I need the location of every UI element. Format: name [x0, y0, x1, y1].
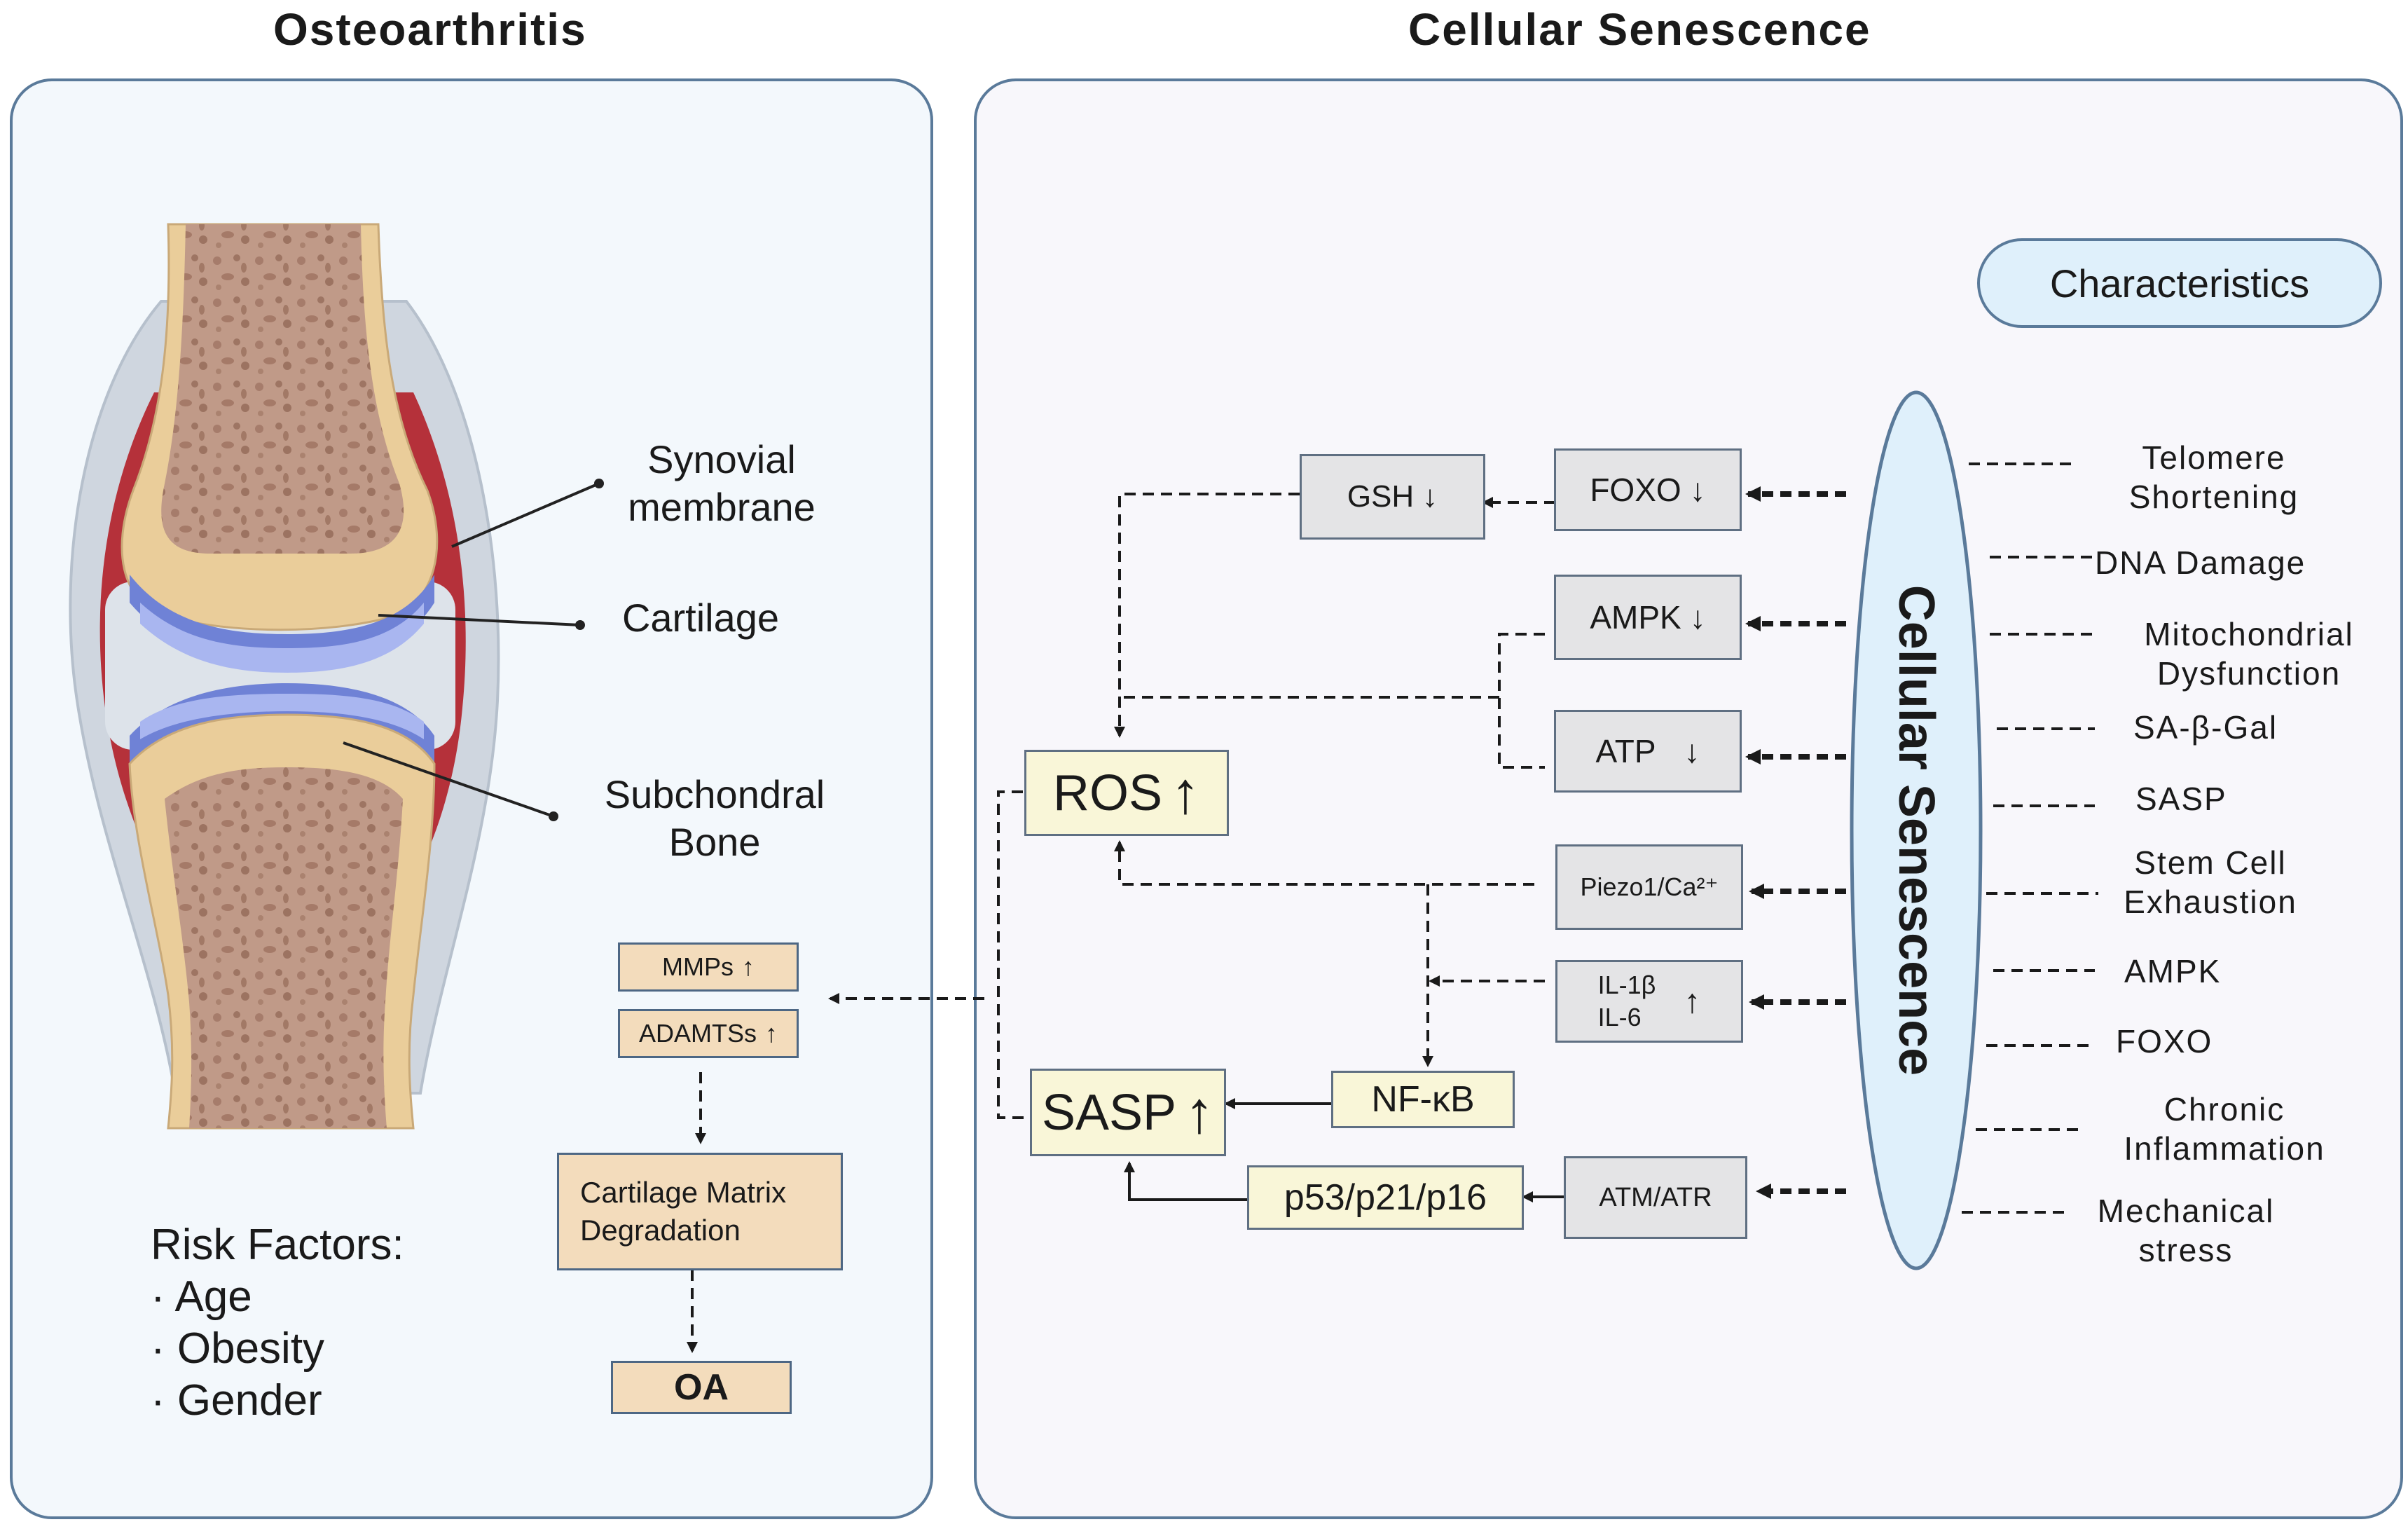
adamts-box: ADAMTSs ↑: [618, 1009, 799, 1058]
sasp-label: SASP: [1041, 1084, 1177, 1141]
p53-box: p53/p21/p16: [1247, 1165, 1524, 1230]
down-arrow-icon: ↓: [1689, 599, 1706, 636]
il-labels: IL-1β IL-6: [1598, 969, 1656, 1034]
tibia-marrow: [165, 767, 403, 1128]
risk-factors: Risk Factors: · Age · Obesity · Gender: [151, 1219, 404, 1427]
il-box: IL-1β IL-6 ↑: [1555, 960, 1743, 1043]
risk-factors-heading: Risk Factors:: [151, 1221, 404, 1269]
characteristic-sasp: SASP: [2135, 781, 2227, 817]
senescence-ellipse: [1850, 390, 1983, 1270]
characteristics-button[interactable]: Characteristics: [1977, 238, 2382, 328]
up-arrow-icon: ↑: [1171, 760, 1201, 825]
atp-box: ATP ↓: [1554, 710, 1742, 793]
down-arrow-icon: ↓: [1689, 472, 1706, 508]
cartilage-matrix-box: Cartilage Matrix Degradation: [557, 1153, 843, 1270]
nfkb-box: NF-κB: [1331, 1071, 1515, 1128]
mmps-label: MMPs: [662, 952, 734, 981]
foxo-label: FOXO: [1590, 472, 1681, 508]
up-arrow-icon: ↑: [1684, 982, 1701, 1020]
subchondral-bone-label: Subchondral Bone: [604, 772, 825, 864]
foxo-box: FOXO↓: [1554, 448, 1742, 531]
osteoarthritis-title: Osteoarthritis: [273, 4, 587, 55]
risk-factor-gender: · Gender: [151, 1376, 322, 1425]
down-arrow-icon: ↓: [1422, 479, 1438, 514]
ampk-box: AMPK↓: [1554, 575, 1742, 660]
il6-label: IL-6: [1597, 1003, 1642, 1031]
up-arrow-icon: ↑: [742, 952, 755, 981]
femur-marrow: [161, 224, 404, 554]
down-arrow-icon: ↓: [1684, 733, 1700, 769]
gsh-label: GSH: [1347, 479, 1415, 514]
sasp-box: SASP↑: [1030, 1069, 1226, 1156]
cartilage-label: Cartilage: [621, 596, 780, 640]
ros-label: ROS: [1052, 764, 1163, 821]
oa-box: OA: [611, 1361, 792, 1414]
risk-factor-obesity: · Obesity: [151, 1324, 325, 1373]
mmps-box: MMPs ↑: [618, 942, 799, 992]
up-arrow-icon: ↑: [765, 1019, 778, 1048]
up-arrow-icon: ↑: [1185, 1079, 1215, 1145]
risk-factor-age: · Age: [151, 1273, 252, 1321]
atp-label: ATP: [1595, 733, 1656, 769]
piezo-box: Piezo1/Ca²⁺: [1555, 844, 1743, 930]
characteristic-dna-damage: DNA Damage: [2095, 544, 2306, 581]
il1b-label: IL-1β: [1597, 971, 1656, 999]
atm-atr-box: ATM/ATR: [1564, 1156, 1747, 1239]
characteristic-mechanical-stress: Mechanical stress: [2097, 1193, 2275, 1268]
adamts-label: ADAMTSs: [638, 1019, 757, 1048]
cellular-senescence-label: Cellular Senescence: [1888, 584, 1944, 1076]
synovial-membrane-label: Synovial membrane: [628, 437, 816, 529]
characteristic-ampk: AMPK: [2124, 953, 2222, 989]
characteristic-stem-cell: Stem Cell Exhaustion: [2124, 844, 2297, 920]
ros-box: ROS↑: [1024, 750, 1229, 836]
ampk-label: AMPK: [1590, 599, 1681, 636]
characteristic-foxo: FOXO: [2116, 1023, 2213, 1060]
characteristic-sa-beta-gal: SA-β-Gal: [2133, 709, 2278, 746]
characteristic-mitochondrial: Mitochondrial Dysfunction: [2144, 616, 2354, 692]
cellular-senescence-title: Cellular Senescence: [1408, 4, 1871, 55]
gsh-box: GSH↓: [1300, 454, 1485, 540]
characteristic-telomere: Telomere Shortening: [2128, 439, 2299, 515]
characteristic-chronic-inflammation: Chronic Inflammation: [2124, 1091, 2325, 1167]
